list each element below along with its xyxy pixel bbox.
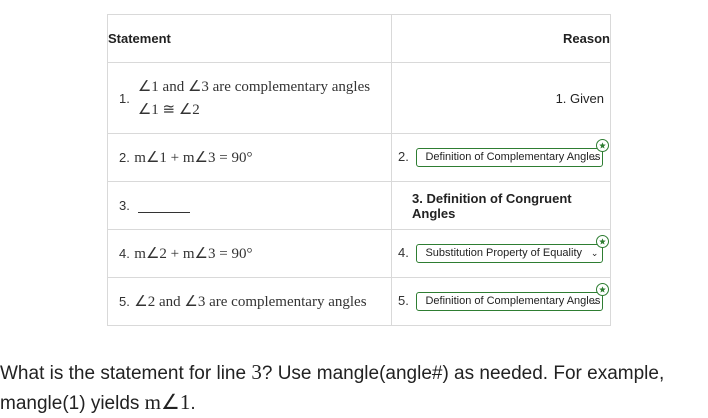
statement-cell: 3.	[107, 181, 392, 230]
question-part: .	[190, 393, 196, 414]
chevron-down-icon: ⌄	[590, 152, 599, 162]
table-header-row: Statement Reason	[107, 14, 611, 63]
statement-header: Statement	[107, 14, 392, 63]
row-number: 3.	[119, 197, 130, 213]
question-example: m∠1	[144, 390, 191, 414]
chevron-down-icon: ⌄	[590, 248, 599, 258]
row-number: 4.	[119, 246, 130, 261]
dropdown-selected-value: Substitution Property of Equality	[425, 247, 582, 259]
reason-number: 2.	[398, 148, 409, 164]
statement-line: ∠1 and ∠3 are complementary angles	[137, 79, 371, 95]
reason-header: Reason	[391, 14, 611, 63]
reason-dropdown[interactable]: Definition of Complementary Angles ⌄	[416, 139, 610, 167]
dropdown-selected-value: Definition of Complementary Angles	[425, 295, 601, 307]
question-part: ? Use mangle(angle#) as needed. For exam…	[0, 363, 665, 414]
statement-text: m∠2 + m∠3 = 90°	[134, 246, 253, 262]
question-line-number: 3	[251, 360, 262, 384]
statement-text: ∠2 and ∠3 are complementary angles	[134, 294, 367, 310]
table-row: 5. ∠2 and ∠3 are complementary angles 5.…	[107, 277, 611, 326]
reason-dropdown[interactable]: Definition of Complementary Angles ⌄	[416, 283, 610, 311]
statement-text: m∠1 + m∠3 = 90°	[134, 150, 253, 166]
proof-table: Statement Reason 1. ∠1 and ∠3 are comple…	[107, 14, 611, 326]
table-row: 4. m∠2 + m∠3 = 90° 4. Substitution Prope…	[107, 229, 611, 278]
statement-cell: 5. ∠2 and ∠3 are complementary angles	[107, 277, 392, 326]
reason-cell: 3. Definition of Congruent Angles	[391, 181, 611, 230]
reason-cell: 1. Given	[391, 62, 611, 134]
reason-cell: 5. Definition of Complementary Angles ⌄	[391, 277, 611, 326]
question-text: What is the statement for line 3? Use ma…	[0, 358, 708, 418]
statement-cell: 4. m∠2 + m∠3 = 90°	[107, 229, 392, 278]
row-number: 2.	[119, 150, 130, 165]
reason-text: 1. Given	[555, 90, 604, 106]
reason-dropdown[interactable]: Substitution Property of Equality ⌄	[416, 235, 610, 263]
chevron-down-icon: ⌄	[590, 296, 599, 306]
row-number: 1.	[119, 90, 130, 106]
reason-text: 3. Definition of Congruent Angles	[412, 190, 572, 221]
dropdown-selected-value: Definition of Complementary Angles	[425, 151, 601, 163]
question-part: What is the statement for line	[0, 363, 252, 384]
row-number: 5.	[119, 294, 130, 309]
reason-number: 5.	[398, 292, 409, 308]
table-row: 2. m∠1 + m∠3 = 90° 2. Definition of Comp…	[107, 133, 611, 182]
check-circle-icon	[596, 235, 610, 248]
statement-line: ∠1 ≅ ∠2	[137, 102, 200, 118]
statement-cell: 2. m∠1 + m∠3 = 90°	[107, 133, 392, 182]
reason-cell: 4. Substitution Property of Equality ⌄	[391, 229, 611, 278]
statement-cell: 1. ∠1 and ∠3 are complementary angles ∠1…	[107, 62, 392, 134]
check-circle-icon	[596, 283, 610, 296]
reason-number: 4.	[398, 244, 409, 260]
reason-cell: 2. Definition of Complementary Angles ⌄	[391, 133, 611, 182]
table-row: 1. ∠1 and ∠3 are complementary angles ∠1…	[107, 62, 611, 134]
table-row: 3. 3. Definition of Congruent Angles	[107, 181, 611, 230]
statement-answer-blank[interactable]	[138, 198, 191, 213]
check-circle-icon	[596, 139, 610, 152]
